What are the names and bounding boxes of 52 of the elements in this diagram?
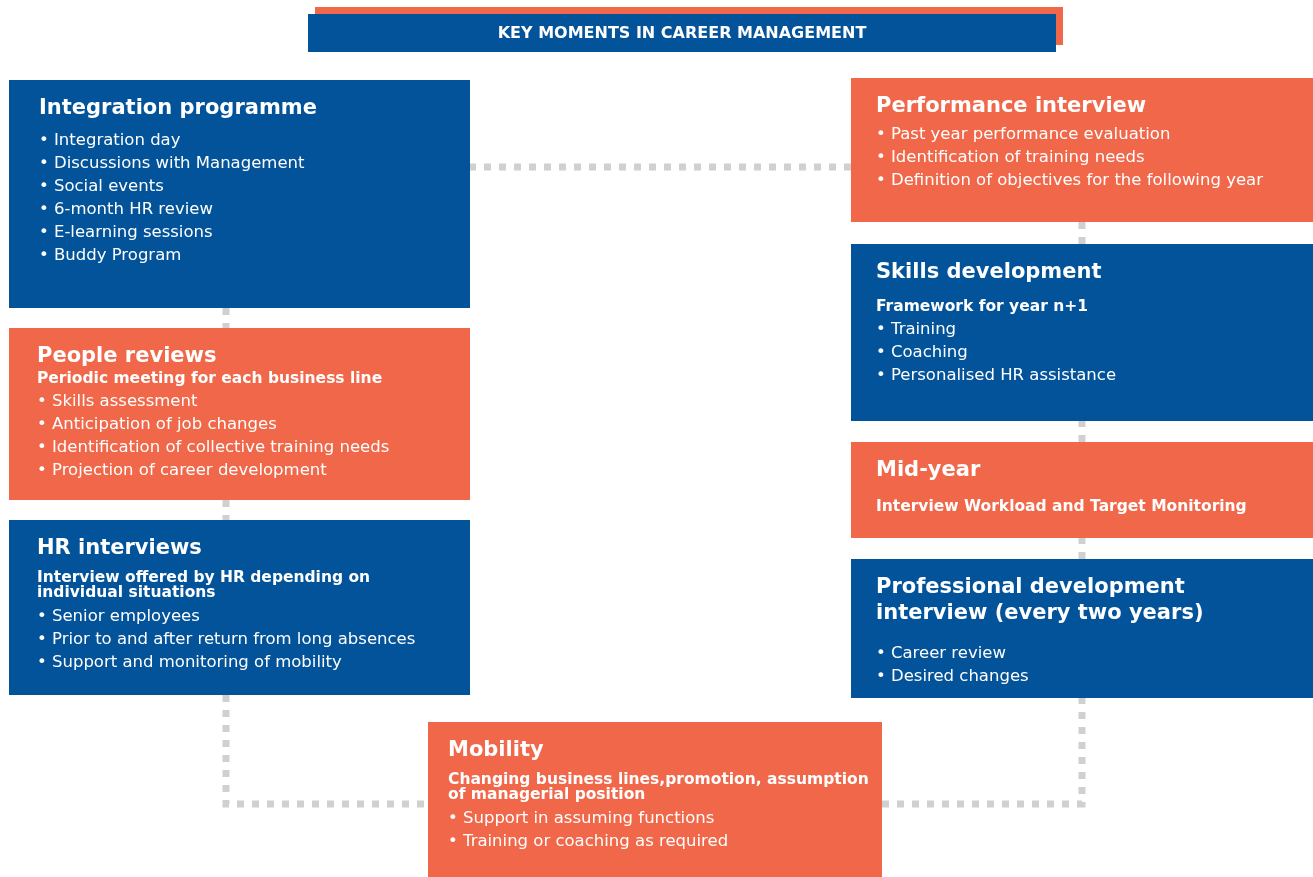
bullet-item: • E-learning sessions bbox=[39, 221, 214, 243]
card-heading: Performance interview bbox=[876, 92, 1148, 118]
info-card bbox=[851, 442, 1313, 538]
bullet-item: • Identification of training needs bbox=[876, 146, 1146, 168]
info-card bbox=[851, 244, 1313, 421]
dotted-connector bbox=[1078, 421, 1086, 442]
bullet-item: • Senior employees bbox=[37, 605, 201, 627]
card-heading: Mid-year bbox=[876, 456, 982, 482]
bullet-item: • Integration day bbox=[39, 129, 182, 151]
bullet-item: • Desired changes bbox=[876, 665, 1030, 687]
dotted-connector bbox=[1078, 222, 1086, 244]
title-banner: KEY MOMENTS IN CAREER MANAGEMENT bbox=[308, 14, 1056, 52]
info-card bbox=[9, 328, 470, 500]
bullet-item: • Prior to and after return from long absences bbox=[37, 628, 417, 650]
bullet-item: • Social events bbox=[39, 175, 165, 197]
bullet-item: • Discussions with Management bbox=[39, 152, 306, 174]
dotted-connector bbox=[882, 698, 1086, 808]
card-heading: Skills development bbox=[876, 258, 1103, 284]
dotted-connector bbox=[222, 308, 230, 328]
info-card bbox=[9, 520, 470, 695]
bullet-item: • Identification of collective training needs bbox=[37, 436, 391, 458]
info-card bbox=[851, 78, 1313, 222]
bullet-item: • Projection of career development bbox=[37, 459, 328, 481]
card-subheading: Interview offered by HR depending on individual situations bbox=[37, 570, 372, 600]
info-card bbox=[428, 722, 882, 877]
bullet-item: • Definition of objectives for the following year bbox=[876, 169, 1264, 191]
card-subheading: Interview Workload and Target Monitoring bbox=[876, 498, 1248, 515]
bullet-item: • Training bbox=[876, 318, 958, 340]
card-heading: HR interviews bbox=[37, 534, 203, 560]
dotted-connector bbox=[222, 500, 230, 520]
bullet-item: • Buddy Program bbox=[39, 244, 183, 266]
bullet-item: • Training or coaching as required bbox=[448, 830, 730, 852]
card-heading: Integration programme bbox=[39, 94, 318, 120]
bullet-item: • Past year performance evaluation bbox=[876, 123, 1172, 145]
info-card bbox=[9, 80, 470, 308]
bullet-item: • Support in assuming functions bbox=[448, 807, 716, 829]
bullet-item: • Career review bbox=[876, 642, 1007, 664]
card-subheading: Framework for year n+1 bbox=[876, 298, 1090, 315]
dotted-connector bbox=[470, 163, 851, 171]
card-heading: Professional development interview (every two years) bbox=[876, 573, 1205, 625]
bullet-item: • Anticipation of job changes bbox=[37, 413, 278, 435]
bullet-item: • 6-month HR review bbox=[39, 198, 214, 220]
bullet-item: • Coaching bbox=[876, 341, 969, 363]
bullet-item: • Personalised HR assistance bbox=[876, 364, 1118, 386]
card-heading: People reviews bbox=[37, 342, 218, 368]
bullet-item: • Support and monitoring of mobility bbox=[37, 651, 343, 673]
card-subheading: Changing business lines,promotion, assumption of managerial position bbox=[448, 772, 870, 802]
info-card bbox=[851, 559, 1313, 698]
dotted-connector bbox=[1078, 538, 1086, 559]
card-subheading: Periodic meeting for each business line bbox=[37, 370, 384, 387]
card-heading: Mobility bbox=[448, 736, 545, 762]
bullet-item: • Skills assessment bbox=[37, 390, 199, 412]
